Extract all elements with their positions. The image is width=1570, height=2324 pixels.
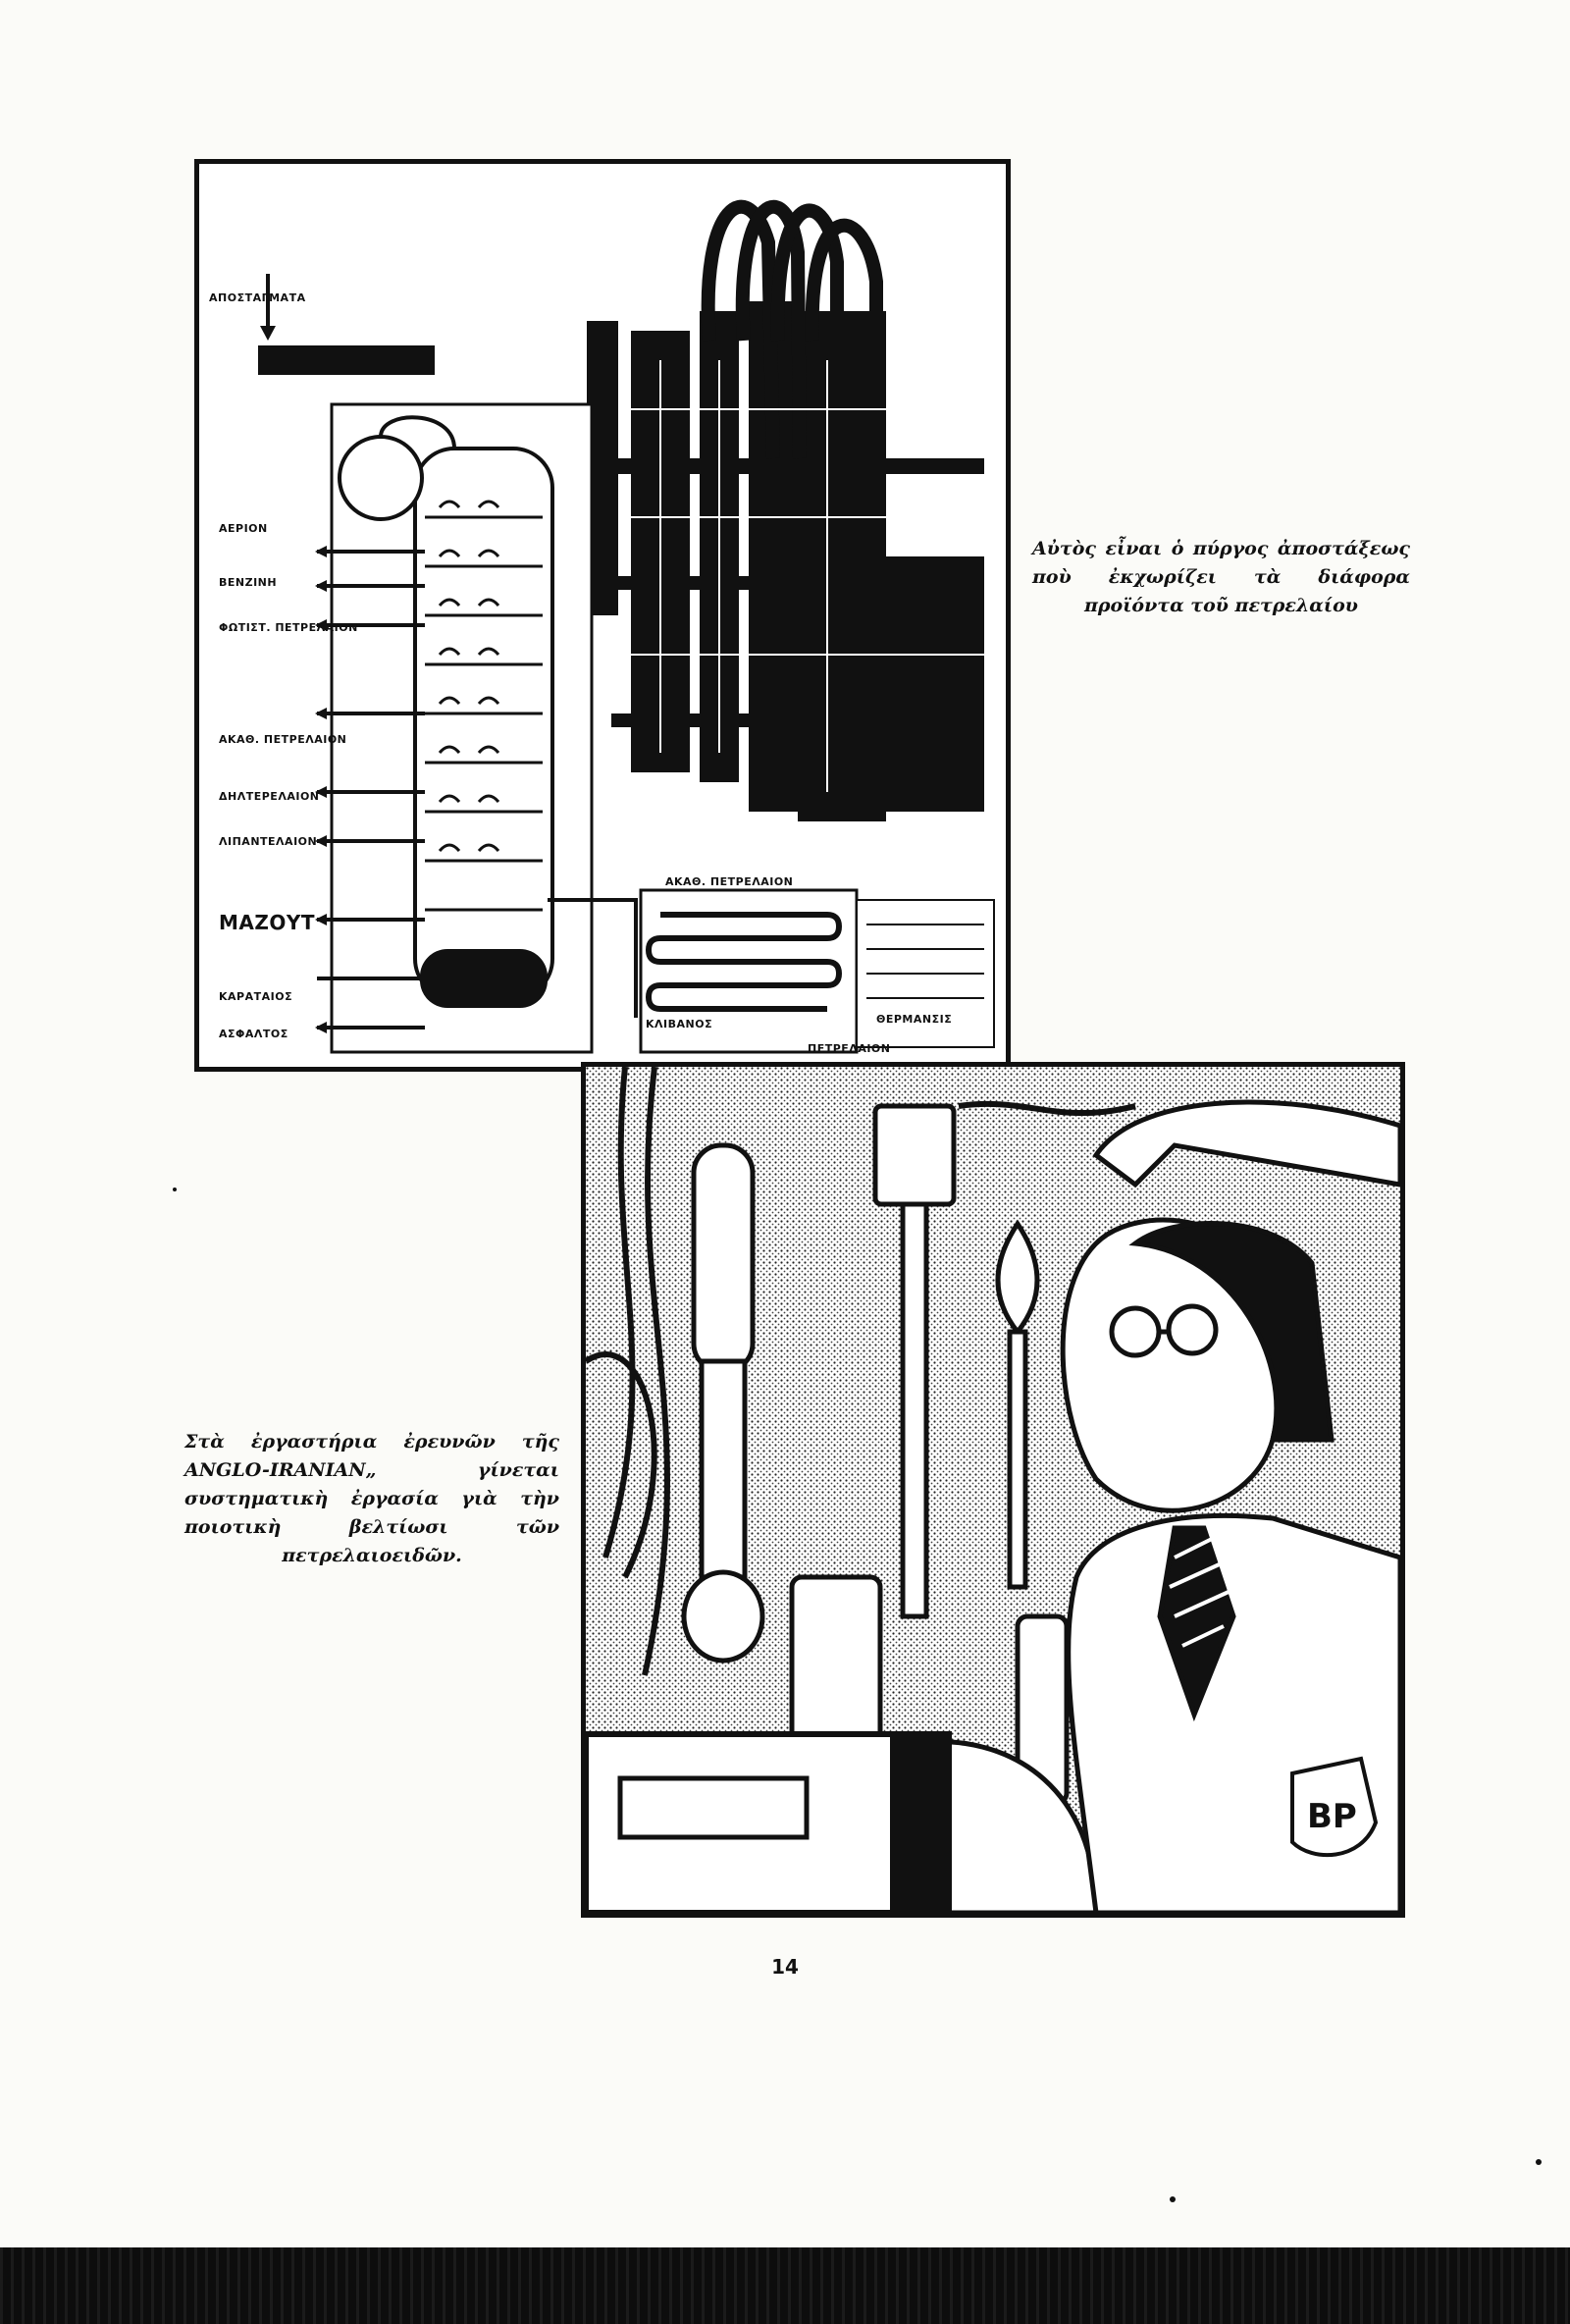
laboratory-illustration: BP [581, 1062, 1405, 1918]
lab-scene: BP [586, 1067, 1400, 1913]
label-furnace: ΚΛΙΒΑΝΟΣ [646, 1018, 712, 1030]
caption-research-laboratory: Στὰ ἐργαστήρια ἐρευνῶν τῆς ANGLO-IRANIAN… [184, 1431, 559, 1566]
label-lub-oil: ΛΙΠΑΝΤΕΛΑΙΟΝ [219, 835, 317, 848]
label-gasoline: ΒΕΝΖΙΝΗ [219, 576, 277, 589]
label-light-oil: ΑΚΑΘ. ΠΕΤΡΕΛΑΙΟΝ [219, 733, 346, 746]
scan-edge-band [0, 2247, 1570, 2324]
ink-speck [173, 1188, 177, 1191]
label-crude-bottom: ΠΕΤΡΕΛΑΙΟΝ [808, 1042, 890, 1055]
label-crude-in: ΑΚΑΘ. ΠΕΤΡΕΛΑΙΟΝ [665, 875, 793, 888]
label-gases: ΑΕΡΙΟΝ [219, 522, 268, 535]
label-residue: ΚΑΡΑΤΑΙΟΣ [219, 990, 292, 1003]
label-heating: ΘΕΡΜΑΝΣΙΣ [876, 1013, 952, 1026]
bp-logo-text: BP [1307, 1797, 1357, 1836]
label-asphalt: ΑΣΦΑΛΤΟΣ [219, 1028, 288, 1040]
bp-shield-icon: BP [1290, 1756, 1379, 1858]
label-kerosene: ΦΩΤΙΣΤ. ΠΕΤΡΕΛΑΙΟΝ [219, 621, 358, 634]
label-gas-oil: ΔΗΛΤΕΡΕΛΑΙΟΝ [219, 790, 320, 803]
ink-speck [1170, 2196, 1176, 2202]
page-number: 14 [771, 1955, 799, 1979]
distillation-diagram: ΑΠΟΣΤΑΓΜΑΤΑ ΑΕΡΙΟΝ ΒΕΝΖΙΝΗ ΦΩΤΙΣΤ. ΠΕΤΡΕ… [209, 199, 995, 1055]
label-distillates: ΑΠΟΣΤΑΓΜΑΤΑ [209, 291, 306, 304]
refinery-tower-illustration: ΑΠΟΣΤΑΓΜΑΤΑ ΑΕΡΙΟΝ ΒΕΝΖΙΝΗ ΦΩΤΙΣΤ. ΠΕΤΡΕ… [194, 159, 1011, 1072]
label-mazout: ΜΑΖΟΥΤ [219, 911, 315, 934]
caption-distillation-tower: Αὐτὸς εἶναι ὁ πύργος ἀποστάξεως ποὺ ἐκχω… [1032, 538, 1410, 616]
ink-speck [1536, 2159, 1542, 2165]
